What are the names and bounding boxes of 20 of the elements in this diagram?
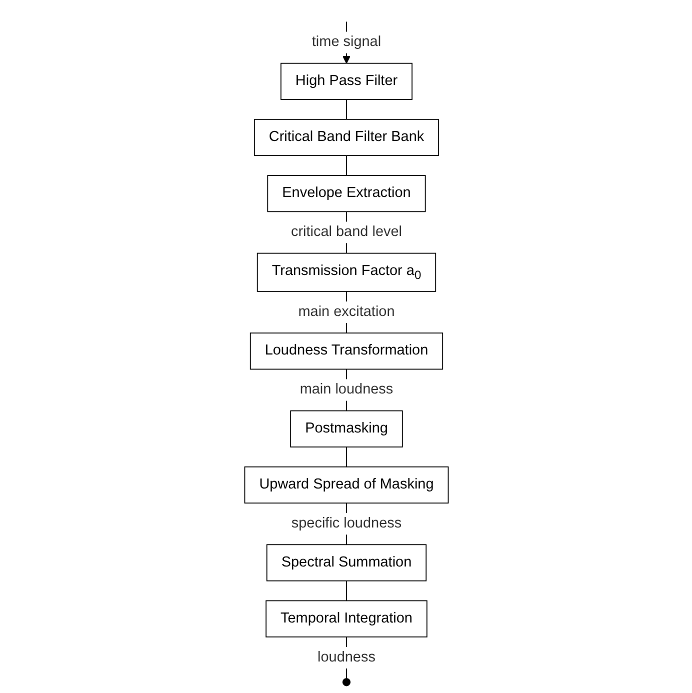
node-box: Envelope Extraction: [266, 175, 426, 212]
node-box: Transmission Factor a$_{0}$: [256, 252, 436, 292]
edge-label: main loudness: [299, 382, 393, 398]
connector: [345, 156, 347, 176]
edge-label: loudness: [317, 650, 375, 665]
node-circle: [342, 678, 350, 686]
connector: [345, 580, 347, 601]
node-box: Temporal Integration: [265, 600, 427, 638]
edge-label: specific loudness: [290, 516, 402, 532]
edge-label: time signal: [311, 34, 381, 50]
edge-label: critical band level: [290, 224, 402, 240]
node-box: Upward Spread of Masking: [244, 466, 448, 504]
node-box: Spectral Summation: [266, 544, 426, 582]
node-box: High Pass Filter: [280, 62, 412, 100]
connector: [345, 446, 347, 467]
connector: [345, 100, 347, 120]
node-box: Loudness Transformation: [249, 332, 443, 370]
edge-label: main excitation: [298, 304, 394, 320]
node-box: Postmasking: [290, 410, 402, 448]
node-box: Critical Band Filter Bank: [253, 118, 439, 156]
